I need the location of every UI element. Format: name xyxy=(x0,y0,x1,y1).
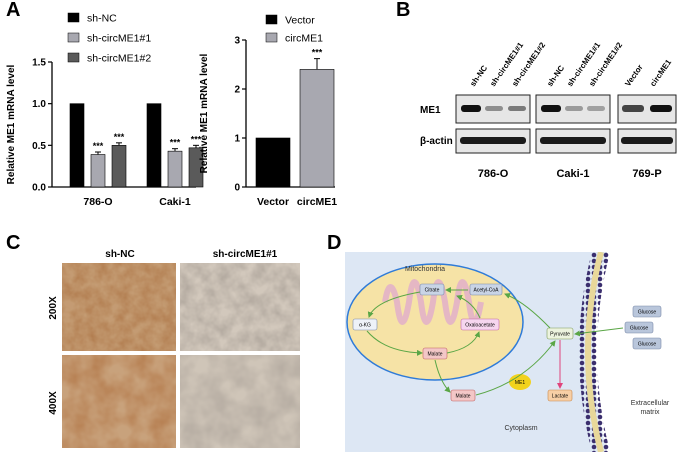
y-axis-label: Relative ME1 mRNA level xyxy=(199,53,210,173)
significance-label: *** xyxy=(93,141,104,151)
bar-sh-circme1-1 xyxy=(90,154,106,188)
metabolite-malate-mito: Malate xyxy=(427,352,442,358)
y-tick-label: 1.0 xyxy=(32,99,46,110)
blot-membranes-actin xyxy=(455,128,677,154)
legend-label: Vector xyxy=(285,15,315,27)
cytoplasm-label: Cytoplasm xyxy=(504,425,537,432)
x-tick-label: Vector xyxy=(257,196,289,208)
cell-line-label: Caki-1 xyxy=(556,168,589,180)
ihc-row-label: 200X xyxy=(48,296,59,320)
lane-label: circME1 xyxy=(648,57,673,88)
blot-membranes-me1 xyxy=(455,94,677,124)
metabolite-lactate: Lactate xyxy=(552,394,569,400)
legend-label: circME1 xyxy=(285,33,323,45)
legend-swatch xyxy=(67,52,80,63)
metabolite-citrate: Citrate xyxy=(425,288,440,294)
legend-swatch xyxy=(265,14,278,25)
western-blot: sh-NC sh-circME1#1 sh-circME1#2 sh-NC sh… xyxy=(420,5,682,227)
metabolite-akg: α-KG xyxy=(359,323,371,329)
y-tick-label: 0.5 xyxy=(32,141,46,152)
pathway-arrows xyxy=(366,287,624,396)
lane-label: sh-NC xyxy=(468,64,489,89)
y-tick-label: 1 xyxy=(234,134,240,145)
metabolite-glucose: Glucose xyxy=(638,342,657,348)
ihc-image-shcirc-200x xyxy=(180,263,300,351)
metabolite-glucose: Glucose xyxy=(630,326,649,332)
x-tick-label: Caki-1 xyxy=(159,196,191,208)
y-tick-label: 3 xyxy=(234,36,240,47)
extracellular-label: Extracellular xyxy=(631,400,670,407)
legend-swatch xyxy=(67,12,80,23)
me1-enzyme xyxy=(509,374,531,390)
blot-row-label-me1: ME1 xyxy=(420,105,441,116)
extracellular-label-2: matrix xyxy=(640,409,660,416)
lane-label: sh-NC xyxy=(545,64,566,89)
ihc-image-shnc-400x xyxy=(62,355,176,448)
bar-sh-circme1-2 xyxy=(111,145,127,188)
x-tick-label: circME1 xyxy=(297,196,337,208)
pathway-diagram: Mitochondria Citrate Acetyl-CoA α-KG Oxa… xyxy=(345,251,680,453)
metabolite-oxaloacetate: Oxaloacetate xyxy=(465,323,495,329)
significance-label: *** xyxy=(191,134,202,144)
y-axis-label: Relative ME1 mRNA level xyxy=(6,64,17,184)
metabolite-pyruvate: Pyruvate xyxy=(550,332,570,338)
panel-letter-a: A xyxy=(6,0,21,21)
metabolite-acetyl-coa: Acetyl-CoA xyxy=(473,288,499,294)
ihc-column-label: sh-NC xyxy=(105,249,134,260)
y-tick-label: 0 xyxy=(234,183,240,194)
legend-swatch xyxy=(67,32,80,43)
cell-line-label: 769-P xyxy=(632,168,661,180)
y-tick-label: 1.5 xyxy=(32,58,46,69)
legend-label: sh-circME1#2 xyxy=(87,53,151,65)
legend-swatch xyxy=(265,32,278,43)
ihc-panel: sh-NC sh-circME1#1 200X 400X xyxy=(30,245,320,450)
significance-label: *** xyxy=(170,138,181,148)
ihc-row-label: 400X xyxy=(48,391,59,415)
cell-membrane xyxy=(579,251,610,453)
y-tick-label: 0.0 xyxy=(32,183,46,194)
ihc-column-label: sh-circME1#1 xyxy=(213,249,278,260)
significance-label: *** xyxy=(114,132,125,142)
lane-label: Vector xyxy=(623,63,644,88)
panel-letter-c: C xyxy=(6,232,21,254)
bar-sh-nc xyxy=(146,103,162,188)
panel-letter-d: D xyxy=(327,232,342,254)
metabolite-malate-cyto: Malate xyxy=(455,394,470,400)
me1-label: ME1 xyxy=(515,380,526,386)
bar-vector xyxy=(255,137,291,188)
legend-label: sh-circME1#1 xyxy=(87,33,151,45)
bar-circme1 xyxy=(299,69,335,188)
ihc-image-shnc-200x xyxy=(62,263,176,351)
bar-sh-nc xyxy=(69,103,85,188)
mitochondria-label: Mitochondria xyxy=(405,266,445,273)
significance-label: *** xyxy=(312,48,323,58)
ihc-image-shcirc-400x xyxy=(180,355,300,448)
y-tick-label: 2 xyxy=(234,85,240,96)
bar-sh-circme1-1 xyxy=(167,150,183,188)
metabolite-glucose: Glucose xyxy=(638,310,657,316)
cell-line-label: 786-O xyxy=(478,168,509,180)
x-tick-label: 786-O xyxy=(83,196,112,208)
panel-letter-b: B xyxy=(396,0,411,21)
blot-row-label-actin: β-actin xyxy=(420,136,453,147)
legend-label: sh-NC xyxy=(87,13,117,25)
